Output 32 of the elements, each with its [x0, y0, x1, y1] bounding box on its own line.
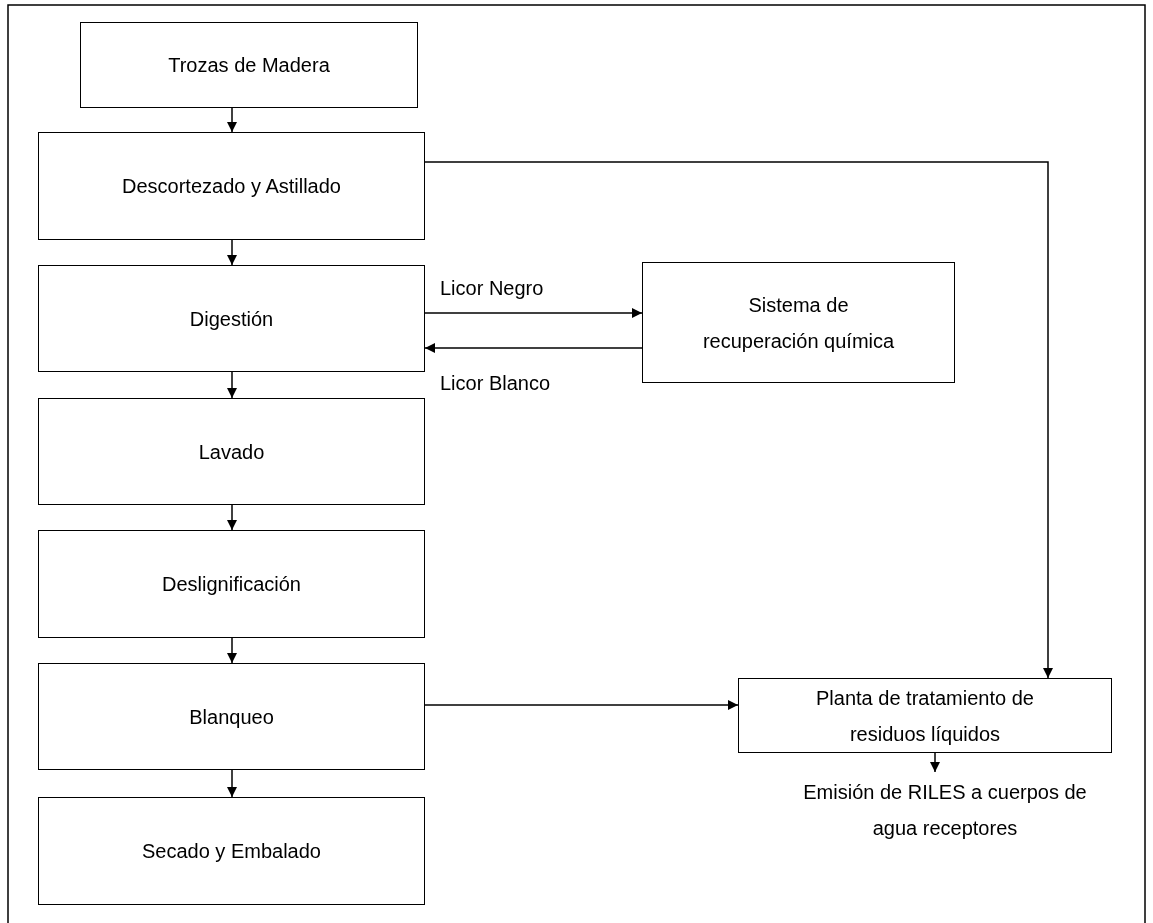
step-label: Deslignificación [162, 572, 301, 597]
step-label: Descortezado y Astillado [122, 174, 341, 199]
step-label: Digestión [189, 306, 274, 332]
process-box [738, 678, 1112, 753]
step-label: Trozas de Madera [168, 53, 330, 78]
process-box [38, 663, 425, 770]
output-label: Emisión de RILES a cuerpos de agua receptores [802, 780, 1088, 841]
arrow [424, 161, 1053, 679]
arrow [227, 239, 237, 266]
process-box [38, 398, 425, 505]
process-box [38, 797, 425, 905]
arrow [227, 107, 237, 133]
arrow [227, 637, 237, 664]
process-box [80, 22, 418, 108]
arrow [424, 343, 643, 353]
arrow [227, 769, 237, 798]
step-label: Sistema de recuperación química [701, 292, 896, 354]
process-box [642, 262, 955, 383]
step-label: Planta de tratamiento de residuos líquidos [815, 685, 1035, 747]
arrow [227, 371, 237, 399]
arrow [424, 308, 643, 318]
process-box [38, 132, 425, 240]
arrow [227, 504, 237, 531]
edge-label: Licor Blanco [440, 372, 551, 395]
step-label: Blanqueo [189, 704, 274, 730]
step-label: Secado y Embalado [142, 839, 321, 864]
arrow [930, 752, 940, 773]
arrow [424, 700, 739, 710]
edge-label: Licor Negro [440, 277, 544, 300]
process-box [38, 530, 425, 638]
step-label: Lavado [198, 439, 265, 465]
process-box [38, 265, 425, 372]
